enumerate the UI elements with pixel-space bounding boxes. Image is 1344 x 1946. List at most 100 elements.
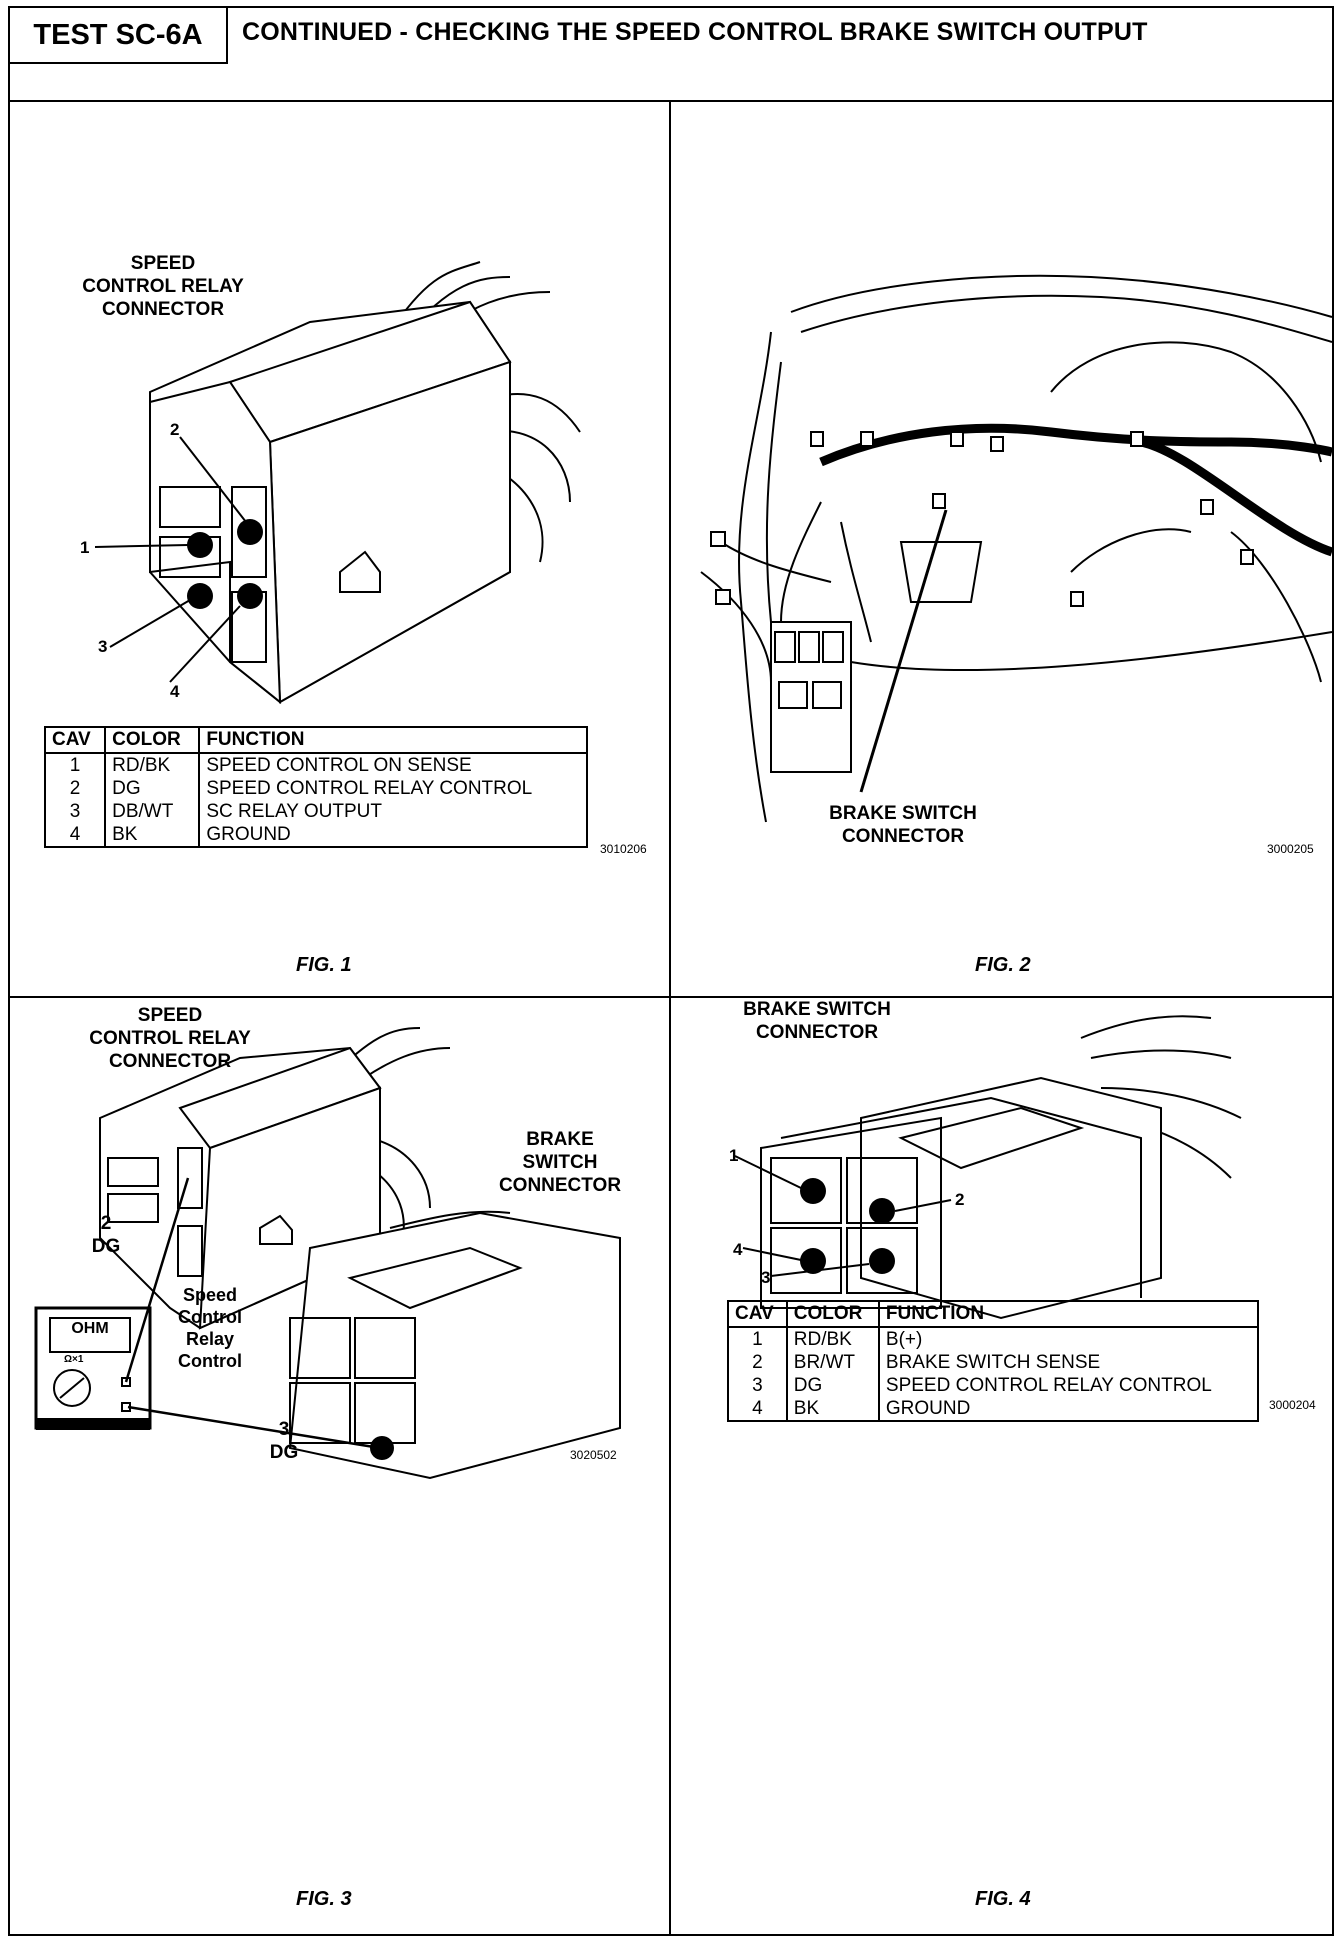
figure-code: 3000205: [1267, 842, 1314, 856]
pin-3-label: 3: [98, 637, 108, 656]
cell: DG: [104, 777, 201, 800]
label-line: Speed: [182, 1285, 238, 1305]
pin-2-label: 2: [170, 420, 180, 439]
label-line: Control: [178, 1307, 242, 1327]
table-row: 1 RD/BK B(+): [727, 1327, 1260, 1351]
label-line: 2: [100, 1213, 112, 1234]
label-line: Relay: [185, 1329, 235, 1349]
cell: BR/WT: [785, 1351, 880, 1374]
label-line: CONNECTOR: [101, 299, 225, 320]
cell: 4: [727, 1397, 788, 1422]
cell: 3: [727, 1374, 788, 1397]
pin-2-label: 2: [955, 1190, 965, 1209]
ohmmeter-range: Ω×1: [64, 1354, 84, 1365]
pin-1-label: 1: [729, 1146, 739, 1165]
cell: 3: [43, 800, 107, 823]
label-line: CONNECTOR: [755, 1022, 879, 1043]
figure-caption: FIG. 2: [975, 954, 1031, 976]
table-row: 3 DB/WT SC RELAY OUTPUT: [43, 800, 588, 823]
cell: 2: [727, 1351, 788, 1374]
label-line: CONNECTOR: [841, 826, 965, 847]
label-line: BRAKE SWITCH: [743, 999, 891, 1020]
table-header-row: CAV COLOR FUNCTION: [727, 1300, 1260, 1328]
label-line: SPEED: [137, 1005, 203, 1026]
brake-switch-connector-drawing: [734, 1015, 1242, 1320]
label-line: SWITCH: [522, 1152, 598, 1173]
label-line: Control: [178, 1351, 242, 1371]
relay-connector-label: SPEED CONTROL RELAY CONNECTOR: [58, 252, 268, 321]
relay-connector-drawing: [94, 261, 581, 705]
label-line: 3: [278, 1419, 290, 1440]
label-line: BRAKE SWITCH: [829, 803, 977, 824]
column-header: FUNCTION: [877, 1300, 1260, 1328]
cell: BRAKE SWITCH SENSE: [877, 1351, 1260, 1374]
figure-3-panel: SPEED CONTROL RELAY CONNECTOR BRAKE SWIT…: [10, 998, 671, 1934]
cell: 1: [43, 753, 107, 777]
page-title: CONTINUED - CHECKING THE SPEED CONTROL B…: [242, 18, 1148, 46]
cell: BK: [785, 1397, 880, 1422]
cell: SPEED CONTROL ON SENSE: [198, 753, 588, 777]
column-header: CAV: [43, 726, 107, 754]
label-line: CONTROL RELAY: [82, 276, 244, 297]
cell: DG: [785, 1374, 880, 1397]
cell: BK: [104, 823, 201, 848]
label-line: CONTROL RELAY: [89, 1028, 251, 1049]
cavity-table: CAV COLOR FUNCTION 1 RD/BK B(+) 2 BR/WT …: [727, 1300, 1260, 1422]
cell: RD/BK: [785, 1327, 880, 1351]
figure-code: 3020502: [570, 1448, 617, 1462]
cell: 2: [43, 777, 107, 800]
brake-switch-connector-label: BRAKE SWITCH CONNECTOR: [803, 802, 1003, 848]
table-row: 2 BR/WT BRAKE SWITCH SENSE: [727, 1351, 1260, 1374]
cavity-table: CAV COLOR FUNCTION 1 RD/BK SPEED CONTROL…: [43, 726, 588, 848]
table-row: 3 DG SPEED CONTROL RELAY CONTROL: [727, 1374, 1260, 1397]
figure-caption: FIG. 1: [296, 954, 352, 976]
table-row: 4 BK GROUND: [727, 1397, 1260, 1422]
table-row: 2 DG SPEED CONTROL RELAY CONTROL: [43, 777, 588, 800]
label-line: CONNECTOR: [108, 1051, 232, 1072]
cell: DB/WT: [104, 800, 201, 823]
figure-caption: FIG. 3: [296, 1888, 352, 1910]
column-header: FUNCTION: [198, 726, 588, 754]
label-line: BRAKE: [526, 1129, 594, 1150]
column-header: COLOR: [104, 726, 201, 754]
label-line: CONNECTOR: [498, 1175, 622, 1196]
cell: SPEED CONTROL RELAY CONTROL: [877, 1374, 1260, 1397]
pin-3-label: 3: [761, 1268, 771, 1287]
figure-4-panel: BRAKE SWITCH CONNECTOR 1 2 3 4 CAV COLOR…: [671, 998, 1332, 1934]
figure-code: 3010206: [600, 842, 647, 856]
pin-4-label: 4: [170, 682, 180, 701]
label-line: DG: [269, 1442, 299, 1463]
figure-code: 3000204: [1269, 1398, 1316, 1412]
pin-2-dg-label: 2 DG: [76, 1212, 136, 1258]
brake-switch-connector-label: BRAKE SWITCH CONNECTOR: [727, 998, 907, 1044]
cell: SC RELAY OUTPUT: [198, 800, 588, 823]
pin-3-dg-label: 3 DG: [254, 1418, 314, 1464]
pin-1-label: 1: [80, 538, 90, 557]
column-header: CAV: [727, 1300, 788, 1328]
service-manual-page: TEST SC-6A CONTINUED - CHECKING THE SPEE…: [8, 6, 1334, 1936]
brake-switch-connector-label: BRAKE SWITCH CONNECTOR: [480, 1128, 640, 1197]
cell: RD/BK: [104, 753, 201, 777]
table-row: 4 BK GROUND: [43, 823, 588, 848]
cell: GROUND: [198, 823, 588, 848]
label-line: DG: [91, 1236, 121, 1257]
test-label: TEST SC-6A: [10, 8, 228, 64]
cell: 4: [43, 823, 107, 848]
dash-harness-drawing: [700, 274, 1334, 823]
signal-label: Speed Control Relay Control: [160, 1284, 260, 1372]
relay-to-brake-switch-test-drawing: [34, 1027, 621, 1480]
relay-connector-title: SPEED CONTROL RELAY CONNECTOR: [70, 1004, 270, 1073]
pin-4-label: 4: [733, 1240, 743, 1259]
table-header-row: CAV COLOR FUNCTION: [43, 726, 588, 754]
ohmmeter-display: OHM: [71, 1320, 109, 1337]
page-header: TEST SC-6A CONTINUED - CHECKING THE SPEE…: [10, 8, 1332, 102]
cell: GROUND: [877, 1397, 1260, 1422]
column-header: COLOR: [785, 1300, 880, 1328]
figure-2-panel: BRAKE SWITCH CONNECTOR 3000205 FIG. 2: [671, 102, 1334, 998]
cell: B(+): [877, 1327, 1260, 1351]
cell: 1: [727, 1327, 788, 1351]
cell: SPEED CONTROL RELAY CONTROL: [198, 777, 588, 800]
figure-1-panel: SPEED CONTROL RELAY CONNECTOR 1 2 3 4 CA…: [10, 102, 671, 998]
table-row: 1 RD/BK SPEED CONTROL ON SENSE: [43, 753, 588, 777]
label-line: SPEED: [130, 253, 196, 274]
